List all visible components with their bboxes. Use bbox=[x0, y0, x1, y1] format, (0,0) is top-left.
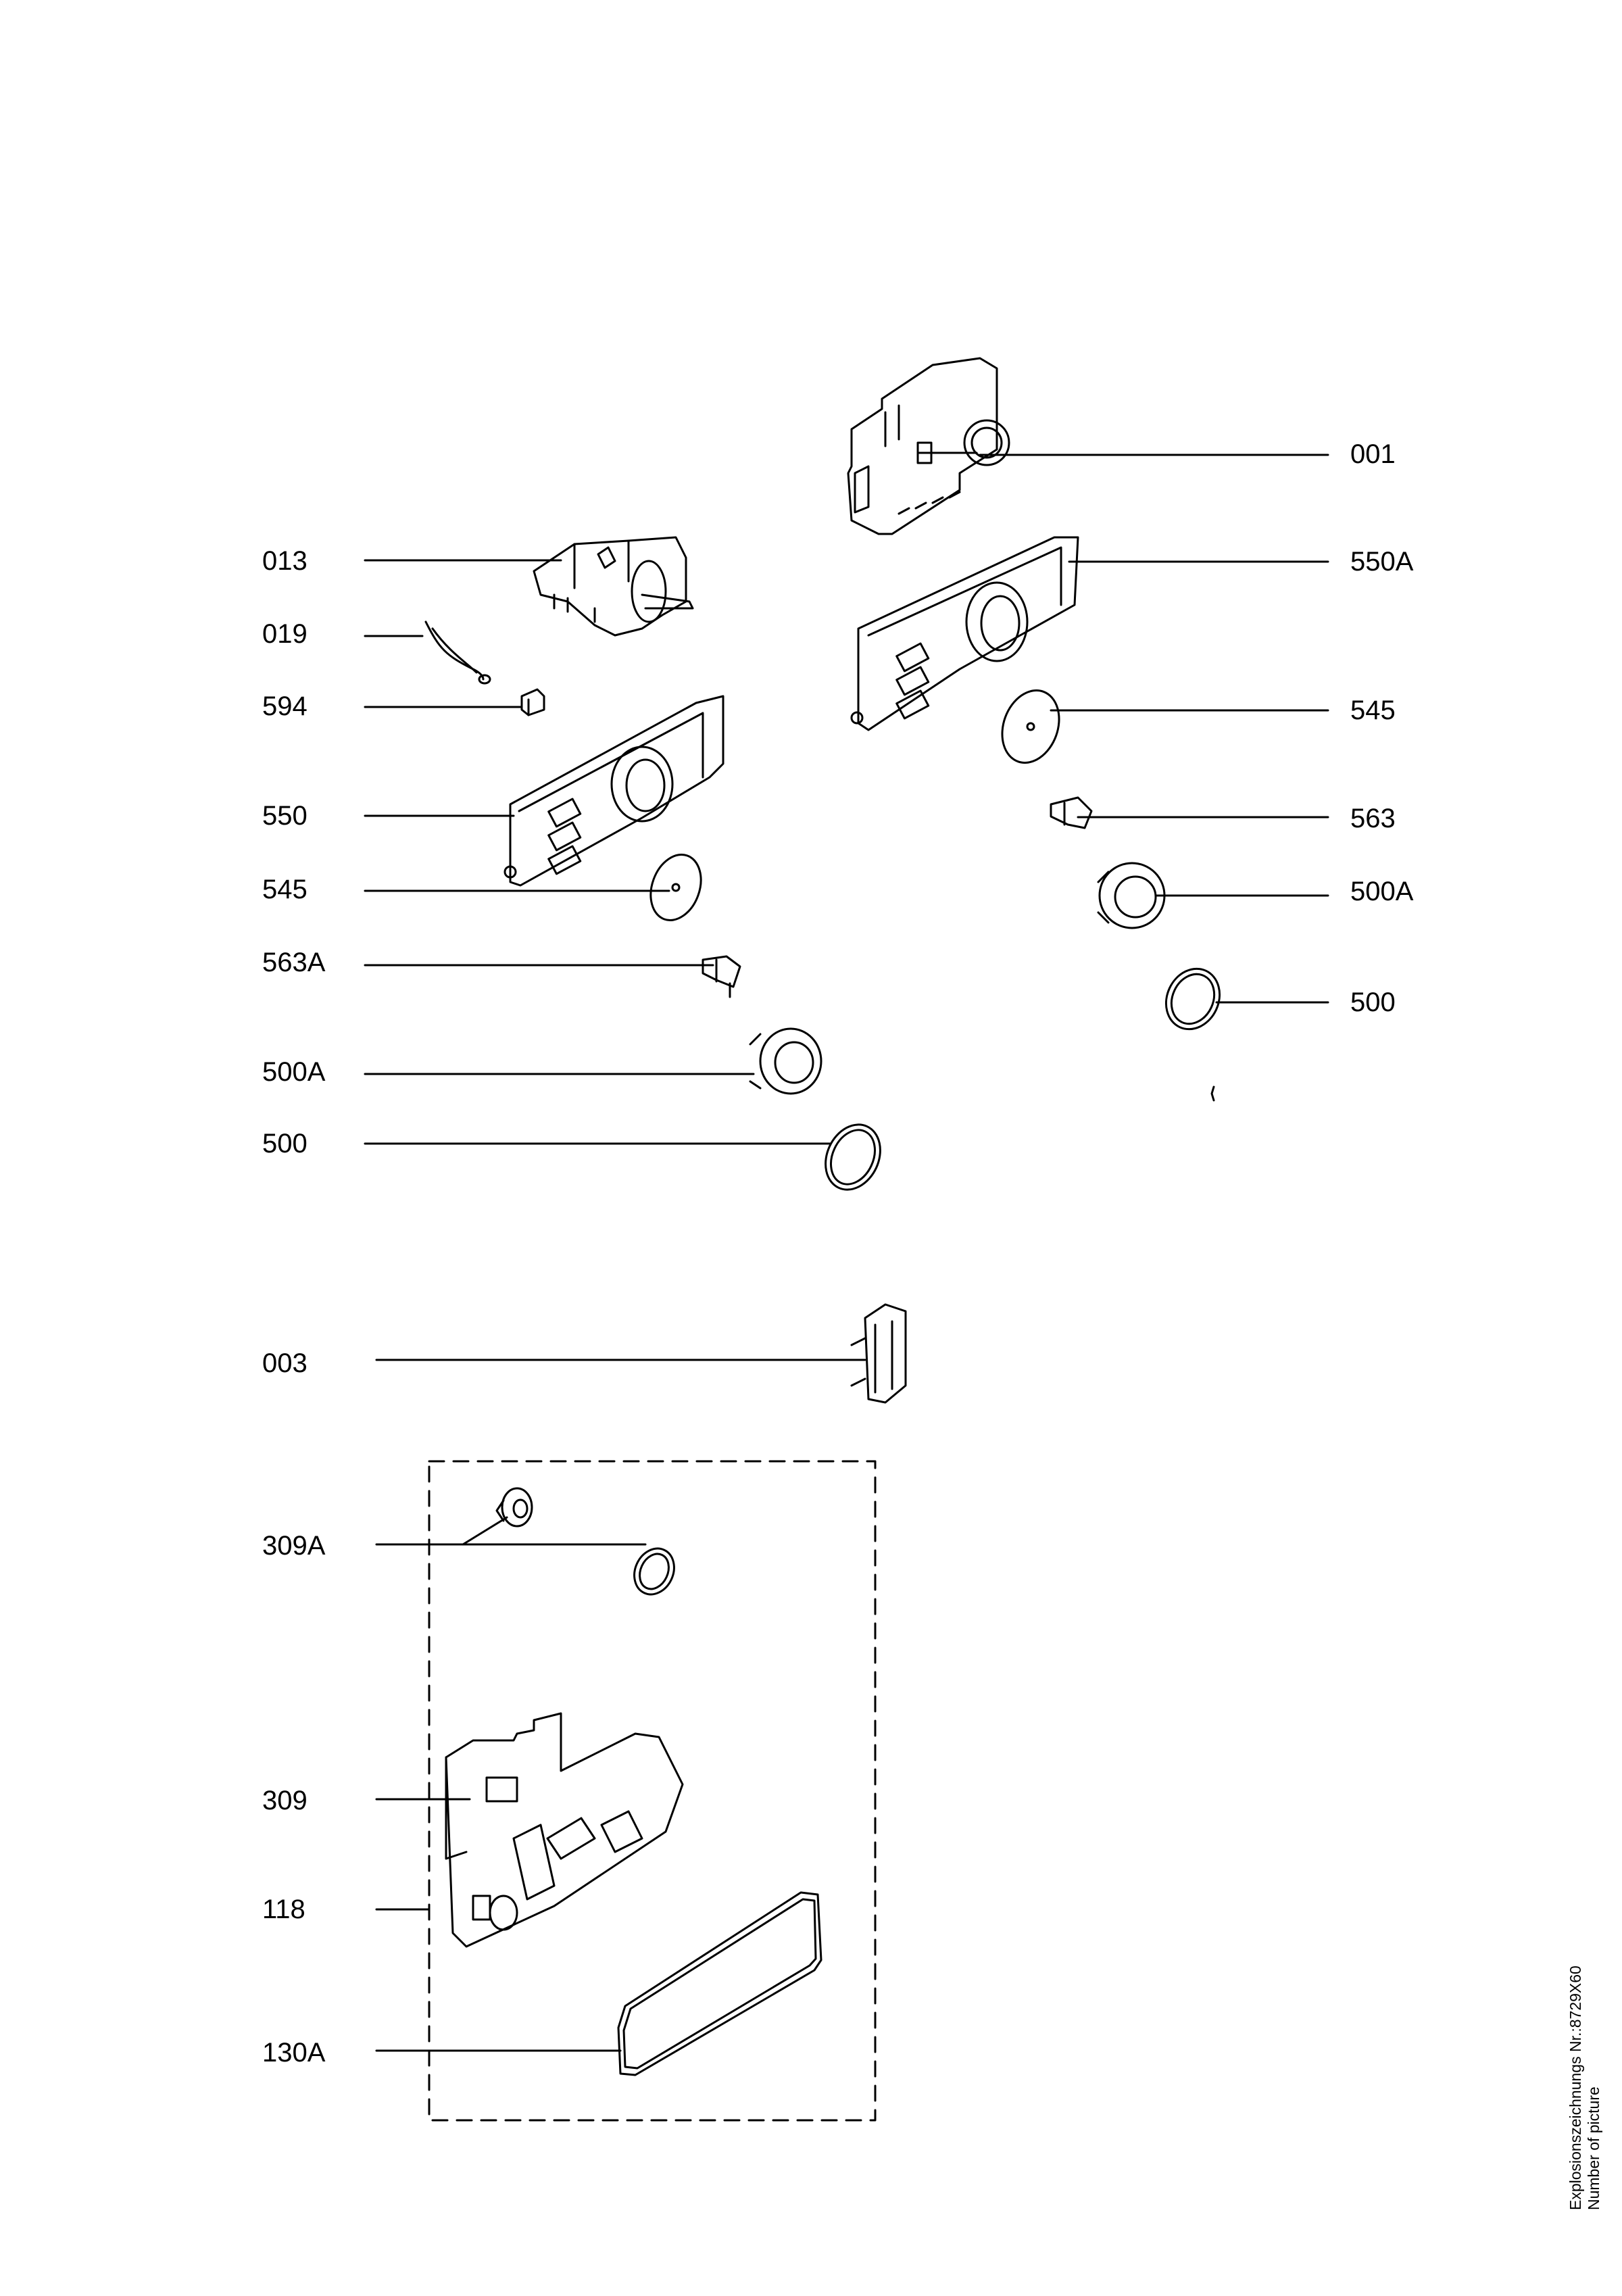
part-130A-gasket bbox=[617, 1891, 822, 2076]
number-of-picture: Number of picture bbox=[1585, 2086, 1602, 2210]
part-309A bbox=[495, 1487, 675, 1596]
part-545-disc-left bbox=[649, 854, 702, 921]
label-118: 118 bbox=[262, 1895, 305, 1924]
label-309A: 309A bbox=[262, 1531, 326, 1561]
label-013: 013 bbox=[262, 546, 308, 576]
part-500A-knob-right bbox=[1097, 862, 1166, 929]
part-563-indicator bbox=[1050, 796, 1093, 829]
part-309-door-lock bbox=[445, 1712, 684, 1948]
part-550A-panel bbox=[850, 536, 1079, 731]
label-563A: 563A bbox=[262, 948, 326, 977]
leader-lines-left bbox=[364, 559, 866, 2052]
label-545-right: 545 bbox=[1350, 695, 1396, 725]
label-563: 563 bbox=[1350, 804, 1396, 833]
picture-number-caption: Explosionszeichnungs Nr.:8729X60 Number … bbox=[1567, 1965, 1603, 2210]
part-500-ring-left bbox=[825, 1123, 881, 1191]
label-500A: 500A bbox=[262, 1057, 326, 1087]
drawing-number: Explosionszeichnungs Nr.:8729X60 bbox=[1567, 1965, 1584, 2210]
label-550: 550 bbox=[262, 801, 308, 831]
label-003: 003 bbox=[262, 1348, 308, 1378]
part-550-panel bbox=[503, 695, 724, 887]
part-013-switch bbox=[533, 536, 694, 637]
label-500-right: 500 bbox=[1350, 987, 1396, 1017]
label-545: 545 bbox=[262, 875, 308, 904]
label-130A: 130A bbox=[262, 2038, 326, 2068]
part-500A-knob-left bbox=[749, 1027, 822, 1095]
part-003-connector bbox=[850, 1303, 907, 1404]
label-594: 594 bbox=[262, 691, 308, 721]
stray-mark bbox=[1210, 1085, 1215, 1102]
part-563A-indicator bbox=[702, 955, 741, 998]
label-019: 019 bbox=[262, 619, 308, 649]
part-500-ring-right bbox=[1164, 967, 1221, 1031]
label-001: 001 bbox=[1350, 439, 1396, 469]
door-lock-group-box bbox=[428, 1460, 877, 2122]
label-500A-right: 500A bbox=[1350, 877, 1414, 906]
part-019-wire bbox=[424, 620, 491, 685]
label-500: 500 bbox=[262, 1129, 308, 1158]
label-309: 309 bbox=[262, 1786, 308, 1815]
part-594-clip bbox=[520, 688, 545, 716]
part-001-timer bbox=[847, 357, 1010, 535]
part-545-disc-right bbox=[1001, 689, 1060, 764]
label-550A: 550A bbox=[1350, 547, 1414, 577]
leader-lines-right bbox=[979, 454, 1329, 1004]
